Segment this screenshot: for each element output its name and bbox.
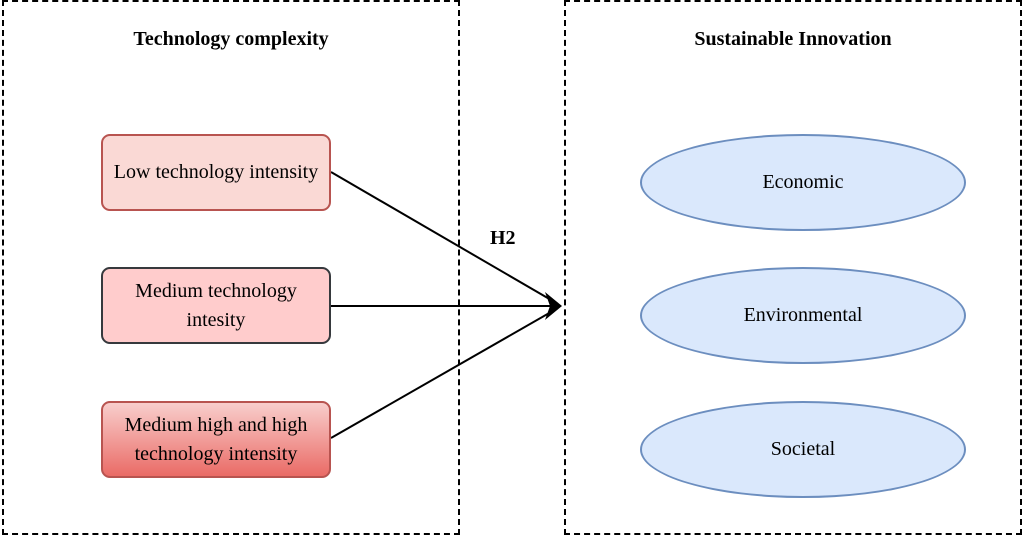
arrow-high-to-innovation [330, 307, 559, 439]
societal-label: Societal [770, 438, 836, 460]
sustainable-innovation-title: Sustainable Innovation [694, 28, 892, 50]
low-technology-intensity-label: Low technology intensity [113, 161, 319, 183]
medium-high-and-high-technology-intensity-box: Medium high and high technology intensit… [101, 401, 331, 478]
arrow-low-to-innovation [330, 171, 559, 305]
low-technology-intensity-box: Low technology intensity [101, 134, 331, 211]
economic-label: Economic [762, 171, 844, 193]
arrowhead-icon [545, 292, 562, 320]
hypothesis-label: H2 [490, 227, 516, 249]
medium-technology-intensity-label: Medium technology intesity [135, 279, 297, 331]
technology-complexity-group: Technology complexity [2, 0, 460, 535]
technology-complexity-title: Technology complexity [133, 28, 329, 50]
environmental-label: Environmental [743, 304, 863, 326]
medium-high-and-high-technology-intensity-label: Medium high and high technology intensit… [124, 413, 308, 465]
societal-ellipse: Societal [640, 401, 966, 498]
sustainable-innovation-group: Sustainable Innovation [564, 0, 1022, 535]
medium-technology-intensity-box: Medium technology intesity [101, 267, 331, 344]
environmental-ellipse: Environmental [640, 267, 966, 364]
economic-ellipse: Economic [640, 134, 966, 231]
